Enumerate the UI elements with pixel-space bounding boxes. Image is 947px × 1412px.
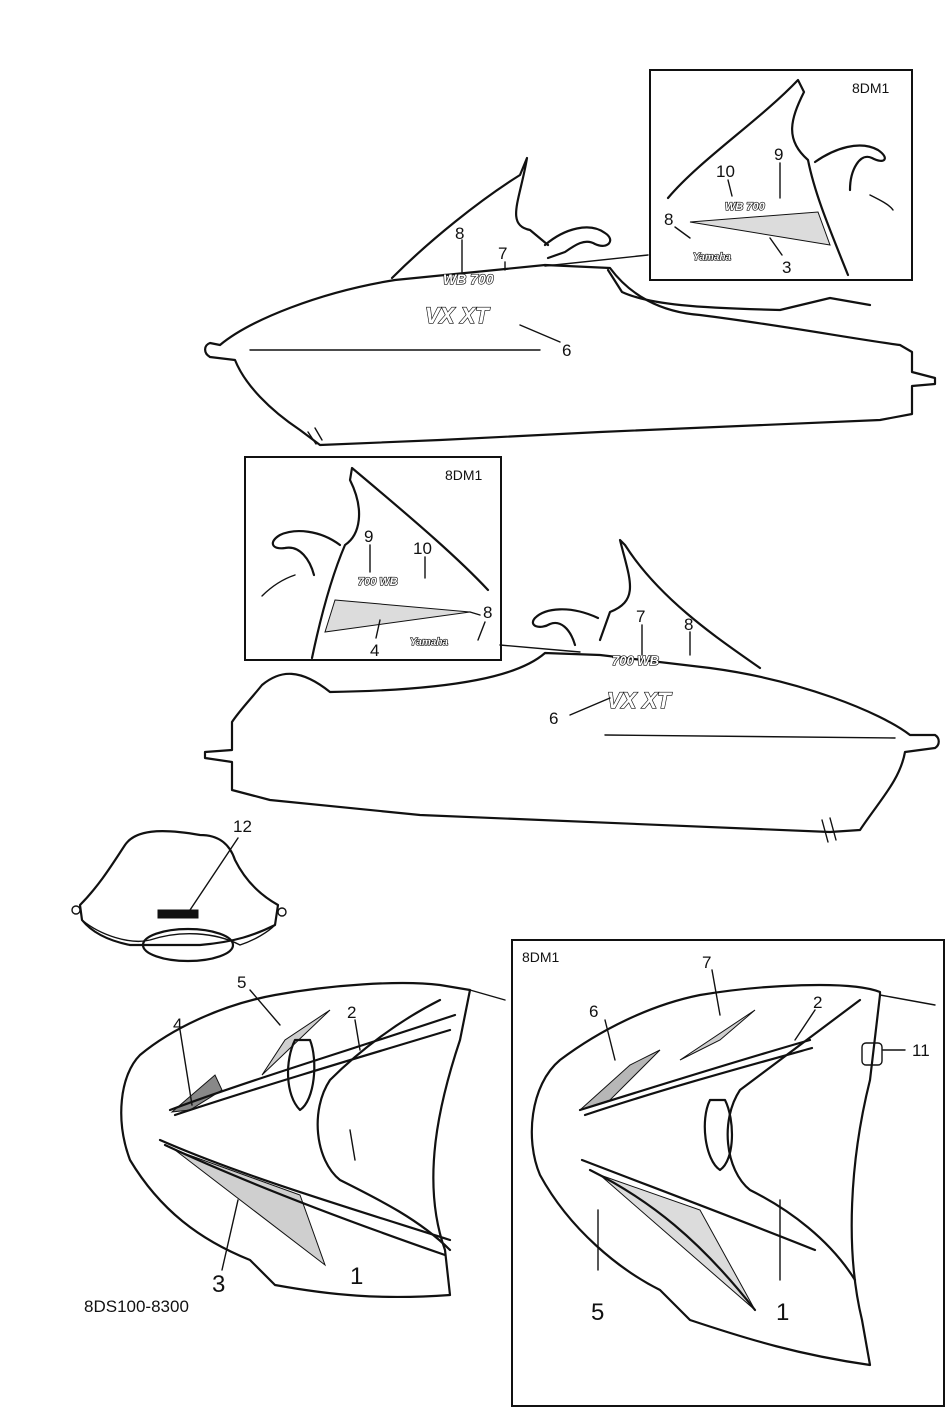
model-name-logo: VX XT: [607, 688, 672, 713]
callout-12: 12: [233, 817, 252, 836]
callout-7: 7: [498, 244, 507, 263]
inset-callout-10: 10: [716, 162, 735, 181]
inset-callout-4: 4: [370, 641, 379, 660]
svg-text:Yamaha: Yamaha: [410, 637, 448, 648]
windshield-icon: [390, 156, 550, 280]
stripe-decal-3: [689, 211, 831, 246]
callout-6: 6: [549, 709, 558, 728]
callout-8: 8: [455, 224, 464, 243]
callout-3: 3: [212, 1271, 225, 1298]
variant-label: 8DM1: [522, 949, 560, 965]
handlebar-icon: [543, 226, 612, 260]
cowl-logo-decal: [157, 909, 199, 919]
stripe-decal-4: [170, 1074, 223, 1113]
inset-box: [244, 456, 502, 661]
callout-5: 5: [237, 973, 246, 992]
stripe-decal-1: [158, 1138, 452, 1242]
callout-5: 5: [591, 1299, 604, 1326]
callout-7: 7: [636, 607, 645, 626]
callout-2: 2: [347, 1003, 356, 1022]
figure-reference: 8DS100-8300: [84, 1297, 189, 1316]
label-decal-11: [861, 1042, 883, 1066]
front-cowl: 12: [71, 817, 287, 963]
callout-11: 11: [912, 1041, 930, 1060]
side-view-right: WB 700 VX XT 8 7 6 8DM1 WB 700 Yamaha 10…: [204, 69, 937, 447]
svg-text:WB 700: WB 700: [725, 201, 766, 213]
svg-text:700 WB: 700 WB: [358, 576, 398, 588]
stripe-decal-5: [261, 1009, 331, 1076]
model-number-logo: WB 700: [443, 271, 494, 287]
inset-callout-9: 9: [774, 145, 783, 164]
stripe-decal-5: [599, 1174, 756, 1311]
inset-callout-9: 9: [364, 527, 373, 546]
variant-label: 8DM1: [445, 467, 483, 483]
stripe-decal-6: [579, 1049, 661, 1111]
inset-box: [511, 939, 945, 1407]
handlebar-icon: [531, 608, 600, 647]
callout-6: 6: [562, 341, 571, 360]
stripe-decal-4: [324, 599, 471, 633]
inset-callout-3: 3: [782, 258, 791, 277]
top-view-standard: 4 5 2 3 1 8DS100-8300: [84, 973, 506, 1316]
inset-callout-8: 8: [483, 603, 492, 622]
stripe-decal-3: [174, 1149, 327, 1267]
stripe-decal-7: [679, 1009, 756, 1061]
hull-outline-icon: [203, 651, 940, 834]
callout-2: 2: [813, 993, 822, 1012]
stripe-decal-1: [580, 1158, 817, 1252]
model-number-logo: 700 WB: [612, 653, 659, 668]
stripe-decal-2: [578, 1038, 812, 1112]
variant-label: 8DM1: [852, 80, 890, 96]
hull-outline-icon: [120, 981, 472, 1299]
side-view-left: 700 WB VX XT 7 8 6 8DM1 700 WB Yamaha 9 …: [203, 456, 940, 843]
inset-box: [649, 69, 913, 281]
callout-4: 4: [173, 1015, 182, 1034]
inset-callout-10: 10: [413, 539, 432, 558]
callout-1: 1: [350, 1263, 363, 1290]
callout-8: 8: [684, 615, 693, 634]
windshield-icon: [78, 830, 280, 947]
callout-1: 1: [776, 1299, 789, 1326]
hull-outline-icon: [204, 263, 937, 447]
callout-7: 7: [702, 953, 711, 972]
hull-outline-icon: [530, 983, 882, 1367]
windshield-icon: [598, 538, 762, 670]
seat-icon: [606, 268, 872, 312]
top-view-variant: 8DM1 6 7 2 11 5 1: [511, 939, 945, 1407]
callout-6: 6: [589, 1002, 598, 1021]
model-name-logo: VX XT: [425, 303, 490, 328]
svg-text:Yamaha: Yamaha: [693, 252, 731, 263]
inset-callout-8: 8: [664, 210, 673, 229]
